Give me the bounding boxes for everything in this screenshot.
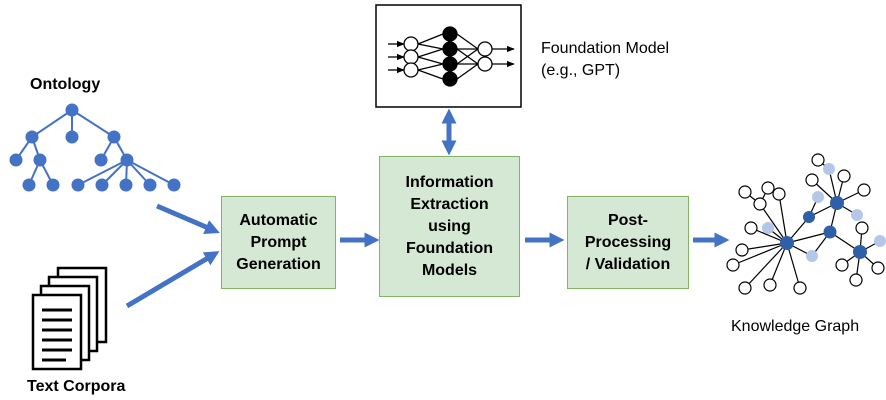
ontology-label: Ontology	[30, 76, 101, 93]
arrow-ontology-to-prompt	[156, 203, 220, 234]
foundation-model-label: Foundation Model (e.g., GPT)	[541, 40, 670, 79]
knowledge-graph-icon	[726, 153, 886, 295]
step-post-processing-validation: Post- Processing / Validation	[567, 196, 689, 289]
flow-arrows	[125, 108, 730, 309]
ontology-tree-icon	[9, 103, 181, 192]
foundation-model-icon	[375, 4, 522, 108]
documents-icon	[31, 266, 108, 371]
step-information-extraction: Information Extraction using Foundation …	[379, 156, 520, 297]
step-automatic-prompt-generation: Automatic Prompt Generation	[221, 196, 336, 289]
arrow-corpora-to-prompt	[125, 251, 220, 309]
text-corpora-label: Text Corpora	[27, 378, 126, 395]
knowledge-graph-label: Knowledge Graph	[731, 318, 860, 335]
